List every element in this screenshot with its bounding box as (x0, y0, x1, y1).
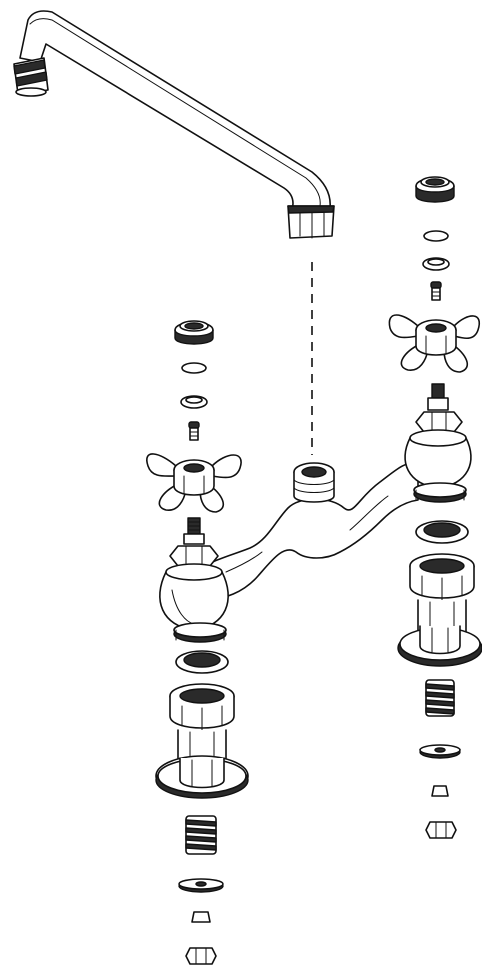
right-lock-washer (419, 744, 461, 759)
spout-tube (19, 10, 331, 211)
right-small-washer (431, 785, 449, 797)
left-flange (155, 755, 249, 799)
left-o-ring (181, 362, 207, 374)
left-valve-body (159, 545, 229, 631)
left-small-washer (191, 911, 211, 923)
right-valve-stack (388, 176, 482, 839)
left-bottom-nut (185, 947, 217, 965)
right-hex-nut (409, 553, 475, 601)
spout-aerator (13, 57, 49, 97)
left-spindle (183, 517, 205, 545)
spout (13, 10, 335, 239)
bridge-center-outlet (293, 462, 335, 503)
right-screw (430, 281, 442, 301)
spout-tube-edge (29, 18, 321, 207)
right-seal-ring (413, 482, 467, 503)
right-cross-handle (388, 314, 481, 373)
right-cap (415, 176, 455, 203)
left-washer (180, 395, 208, 409)
right-gasket (415, 520, 469, 544)
left-hex-nut (169, 683, 235, 731)
left-cross-handle (146, 453, 242, 513)
right-spindle (427, 383, 449, 411)
left-seal-ring (173, 622, 227, 643)
right-o-ring (423, 230, 449, 242)
right-spring (425, 679, 455, 717)
right-washer (422, 257, 450, 271)
left-valve-stack (146, 320, 249, 965)
left-gasket (175, 650, 229, 674)
spout-nut (287, 205, 335, 239)
left-spring (185, 815, 217, 855)
right-bottom-nut (425, 821, 457, 839)
right-flange (397, 625, 482, 667)
left-lock-washer (178, 878, 224, 893)
left-cap (174, 320, 214, 345)
right-valve-body (404, 411, 472, 489)
left-screw (188, 421, 200, 441)
